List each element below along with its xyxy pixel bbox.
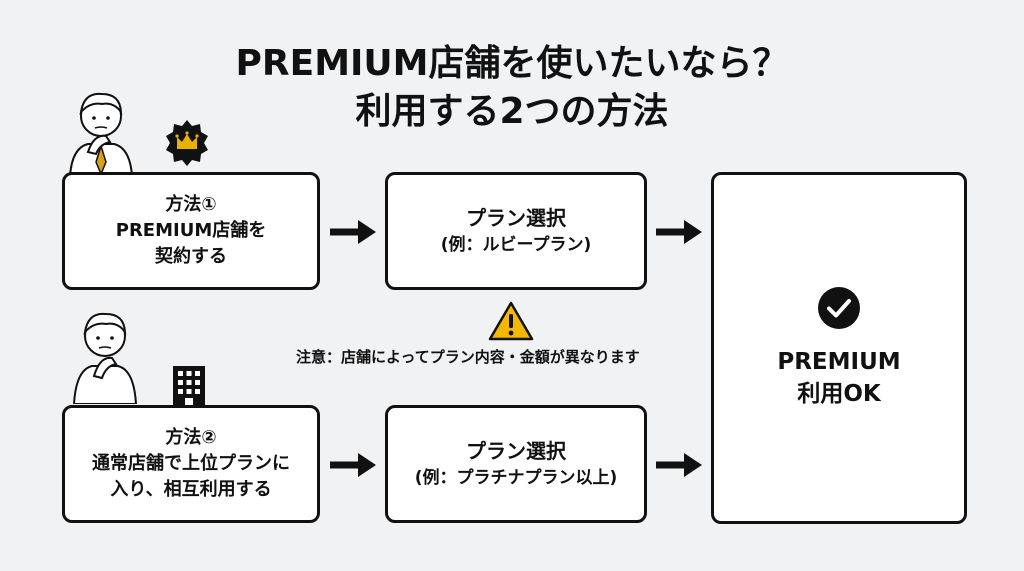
building-icon [173,366,205,408]
diagram-title-line2: 利用する2つの方法 [355,91,669,132]
method1-line2: 契約する [155,246,227,267]
plan2-title: プラン選択 [466,439,566,463]
plan1-title: プラン選択 [466,206,566,230]
note-text: 注意：店舗によってプラン内容・金額が異なります [296,348,640,366]
arrow-method2-to-plan2 [330,453,376,477]
method2-line1: 通常店舗で上位プランに [92,453,290,474]
result-line1: PREMIUM [777,349,901,375]
plan1-box: プラン選択 (例：ルビープラン) [385,172,647,290]
method2-box: 方法② 通常店舗で上位プランに 入り、相互利用する [62,405,320,523]
arrow-method1-to-plan1 [330,220,376,244]
result-line2: 利用OK [797,381,881,407]
plan1-example: (例：ルビープラン) [440,235,592,255]
result-box: PREMIUM 利用OK [711,172,967,524]
thinking-person-icon [68,92,134,176]
thinking-person-icon-2 [72,312,138,404]
method2-line2: 入り、相互利用する [110,479,272,500]
diagram-title-line1: PREMIUM店舗を使いたいなら？ [235,43,789,84]
plan2-example: (例：プラチナプラン以上) [414,468,618,488]
method1-heading: 方法① [165,194,217,215]
method1-line1: PREMIUM店舗を [115,220,267,241]
method1-box: 方法① PREMIUM店舗を 契約する [62,172,320,290]
plan2-box: プラン選択 (例：プラチナプラン以上) [385,405,647,523]
method2-heading: 方法② [165,427,217,448]
warning-icon [488,301,534,341]
arrow-plan1-to-result [656,220,702,244]
arrow-plan2-to-result [656,453,702,477]
check-circle-icon [818,287,860,329]
crown-badge-icon [166,120,208,166]
